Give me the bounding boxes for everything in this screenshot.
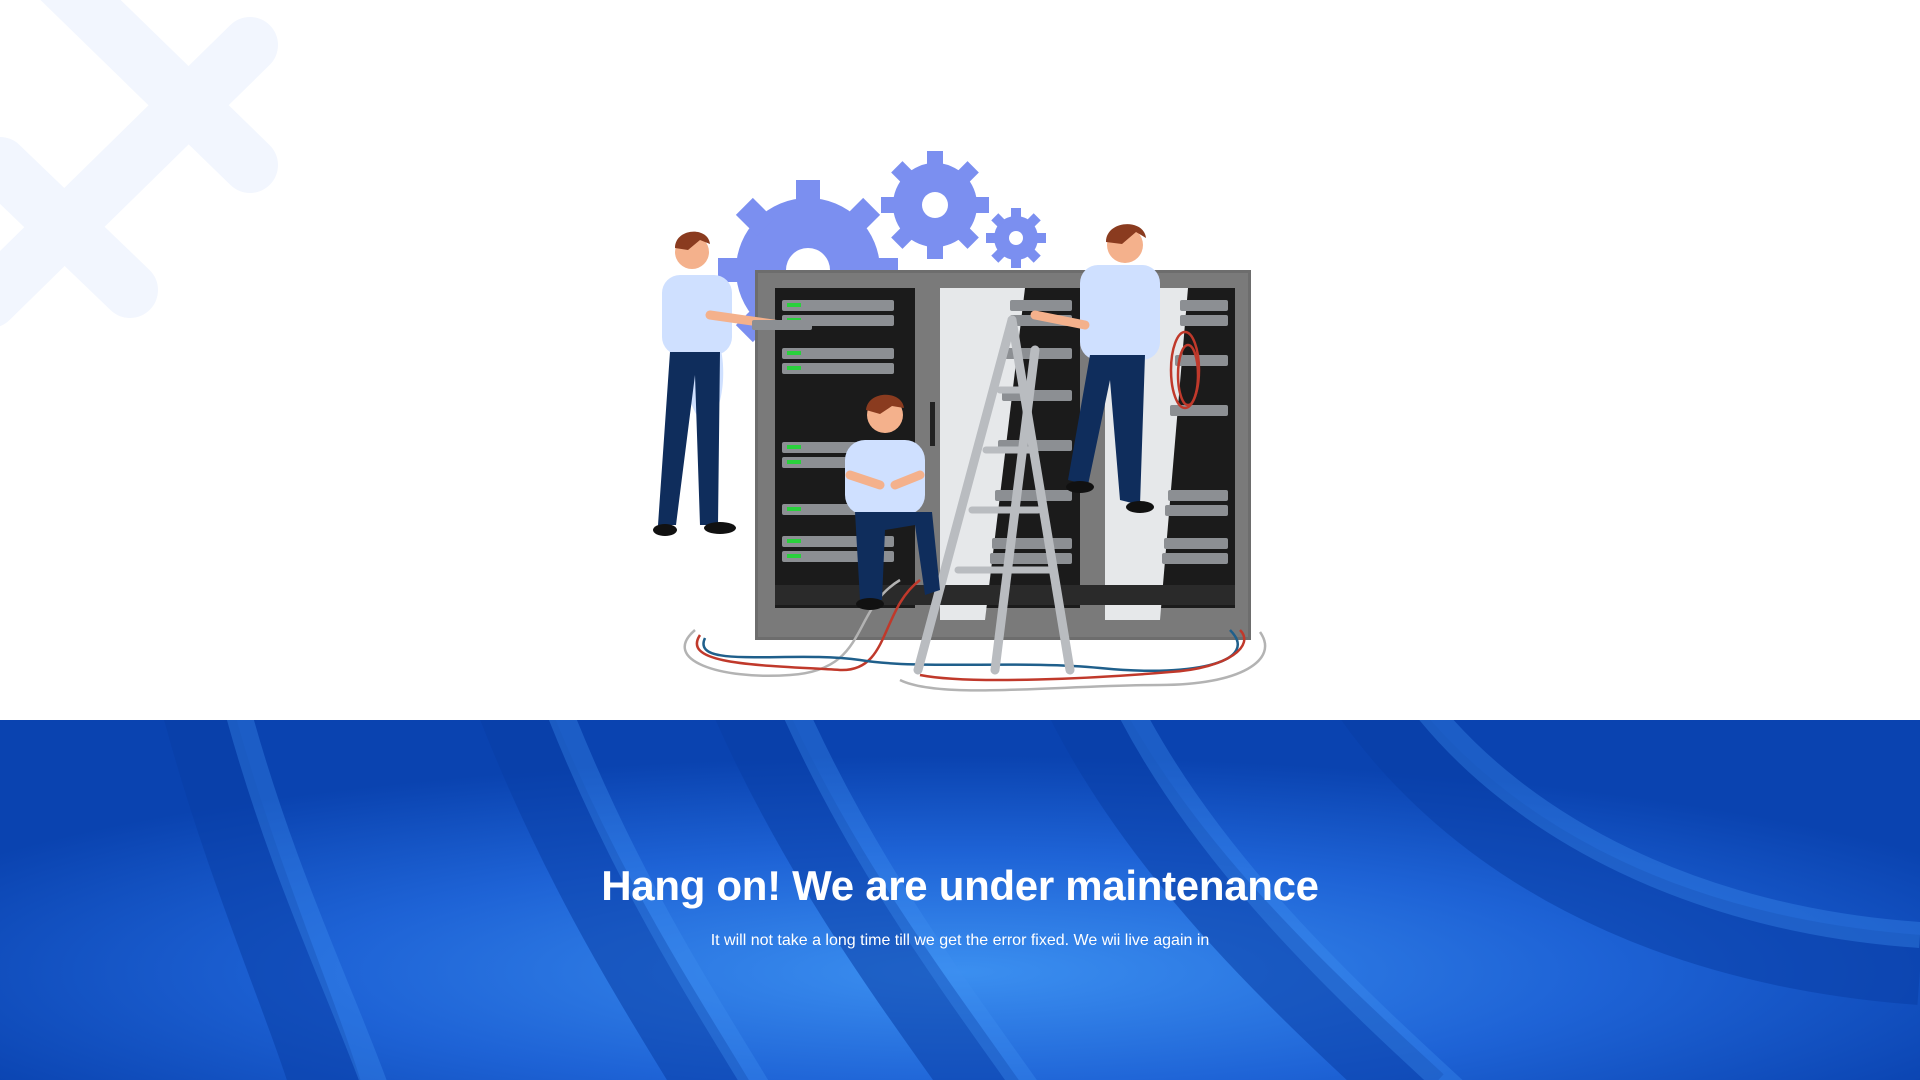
hero-text: Hang on! We are under maintenance It wil…	[0, 862, 1920, 950]
technician-left	[653, 231, 812, 536]
page-title: Hang on! We are under maintenance	[601, 862, 1319, 909]
top-section	[0, 0, 1267, 692]
hero-wave-background	[0, 720, 1920, 1080]
medium-gear-icon	[881, 151, 989, 259]
small-gear-icon	[986, 208, 1046, 268]
hero-banner: Hang on! We are under maintenance It wil…	[0, 720, 1920, 1080]
ladder	[913, 315, 1075, 675]
technician-ladder	[1030, 224, 1201, 513]
server-maintenance-illustration	[653, 151, 1267, 692]
page-subtitle: It will not take a long time till we get…	[710, 932, 1210, 949]
cables	[683, 578, 1267, 692]
background-logo-mark	[0, 0, 278, 326]
technician-kneeling	[845, 394, 940, 610]
